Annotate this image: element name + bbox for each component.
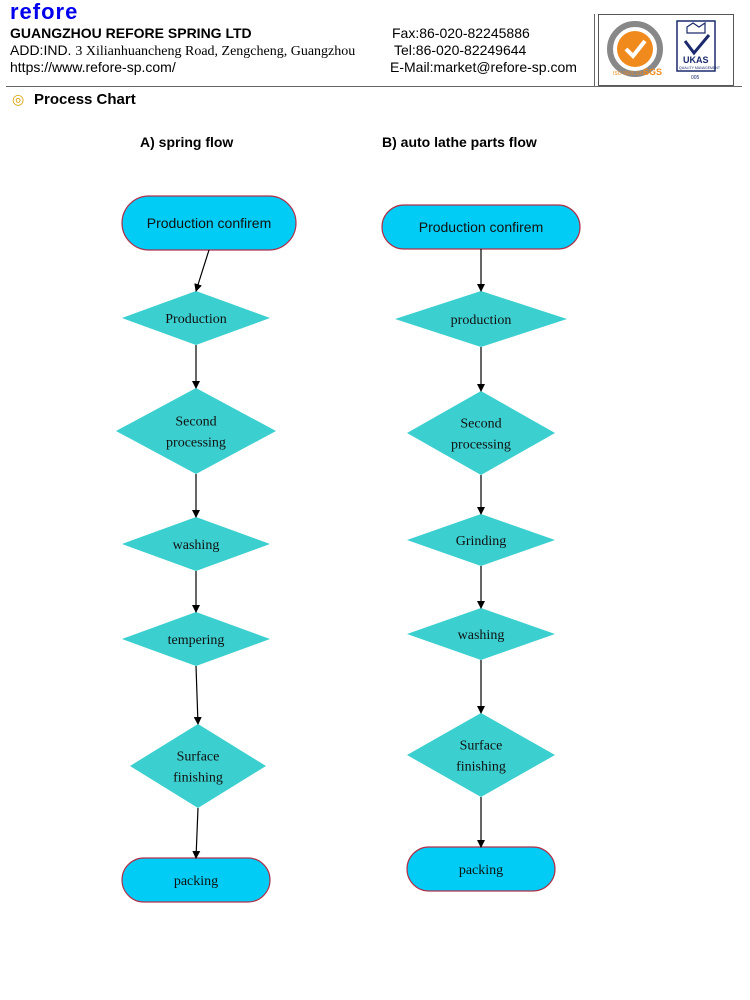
lathe-step-4: Grinding bbox=[407, 514, 555, 566]
sgs-ring-text: ISO 9001:2000 bbox=[613, 71, 647, 77]
sgs-text: SGS bbox=[643, 67, 662, 77]
step-label: washing bbox=[458, 628, 505, 643]
section-title: Process Chart bbox=[34, 91, 136, 108]
decision-shape bbox=[407, 608, 555, 660]
decision-shape bbox=[130, 724, 266, 808]
spring-step-3: Second processing bbox=[116, 388, 276, 474]
step-label: Production bbox=[165, 312, 226, 327]
step-label: Grinding bbox=[456, 534, 507, 549]
step-label: washing bbox=[173, 538, 220, 553]
ukas-subtext: QUALITY MANAGEMENT bbox=[679, 66, 721, 70]
step-label: packing bbox=[459, 863, 503, 878]
spring-arrow-6 bbox=[192, 807, 201, 859]
step-label: Production confirem bbox=[419, 219, 544, 235]
sgs-iso-logo-icon: ISO 9001:2000 SGS bbox=[607, 21, 663, 77]
spring-step-4: washing bbox=[122, 517, 270, 571]
decision-shape bbox=[407, 391, 555, 475]
email-address[interactable]: E-Mail:market@refore-sp.com bbox=[390, 59, 577, 75]
address-street: 3 Xilianhuancheng Road, Zengcheng, Guang… bbox=[75, 44, 356, 59]
certification-logos-svg: ISO 9001:2000 SGS UKAS QUALITY MANAGEMEN… bbox=[607, 20, 721, 81]
lathe-step-2: production bbox=[395, 291, 567, 347]
decision-shape bbox=[395, 291, 567, 347]
decision-shape bbox=[407, 514, 555, 566]
decision-shape bbox=[122, 517, 270, 571]
spring-step-2: Production bbox=[122, 291, 270, 345]
lathe-step-1: Production confirem bbox=[381, 204, 581, 250]
decision-shape bbox=[122, 291, 270, 345]
brand-logo-text: refore bbox=[10, 0, 79, 24]
lathe-step-5: washing bbox=[407, 608, 555, 660]
ukas-logo-icon: UKAS QUALITY MANAGEMENT 005 bbox=[676, 20, 721, 81]
certification-logos: ISO 9001:2000 SGS UKAS QUALITY MANAGEMEN… bbox=[598, 14, 734, 86]
ukas-text: UKAS bbox=[683, 55, 709, 65]
step-label: packing bbox=[174, 874, 218, 889]
step-label: processing bbox=[451, 438, 511, 453]
bullet-icon: ◎ bbox=[12, 91, 25, 107]
spring-step-6: Surface finishing bbox=[130, 724, 266, 808]
step-label: processing bbox=[166, 436, 226, 451]
lathe-flow-title: B) auto lathe parts flow bbox=[382, 134, 537, 150]
spring-step-5: tempering bbox=[122, 612, 270, 666]
spring-flow-title: A) spring flow bbox=[140, 134, 234, 150]
step-label: finishing bbox=[173, 771, 223, 786]
step-label: Second bbox=[175, 415, 216, 430]
spring-step-7: packing bbox=[121, 857, 271, 903]
lathe-step-6: Surface finishing bbox=[407, 713, 555, 797]
tel-number: Tel:86-020-82249644 bbox=[394, 42, 527, 58]
step-label: Production confirem bbox=[147, 215, 272, 231]
ukas-code: 005 bbox=[691, 75, 700, 81]
step-label: production bbox=[451, 313, 512, 328]
step-label: Surface bbox=[177, 750, 220, 765]
spring-arrow-1 bbox=[194, 249, 210, 292]
company-website[interactable]: https://www.refore-sp.com/ bbox=[10, 59, 176, 75]
decision-shape bbox=[122, 612, 270, 666]
spring-arrow-5 bbox=[193, 665, 202, 725]
company-address: ADD:IND. 3 Xilianhuancheng Road, Zengche… bbox=[10, 41, 355, 61]
lathe-step-7: packing bbox=[406, 846, 556, 892]
decision-shape bbox=[407, 713, 555, 797]
step-label: Second bbox=[460, 417, 501, 432]
header-divider bbox=[6, 86, 742, 87]
header-divider-vertical bbox=[594, 14, 595, 86]
address-prefix: ADD:IND. bbox=[10, 42, 72, 58]
step-label: Surface bbox=[460, 739, 503, 754]
lathe-step-3: Second processing bbox=[407, 391, 555, 475]
step-label: finishing bbox=[456, 760, 506, 775]
company-name: GUANGZHOU REFORE SPRING LTD bbox=[10, 25, 252, 41]
step-label: tempering bbox=[168, 633, 225, 648]
spring-step-1: Production confirem bbox=[121, 195, 297, 251]
decision-shape bbox=[116, 388, 276, 474]
fax-number: Fax:86-020-82245886 bbox=[392, 25, 530, 41]
